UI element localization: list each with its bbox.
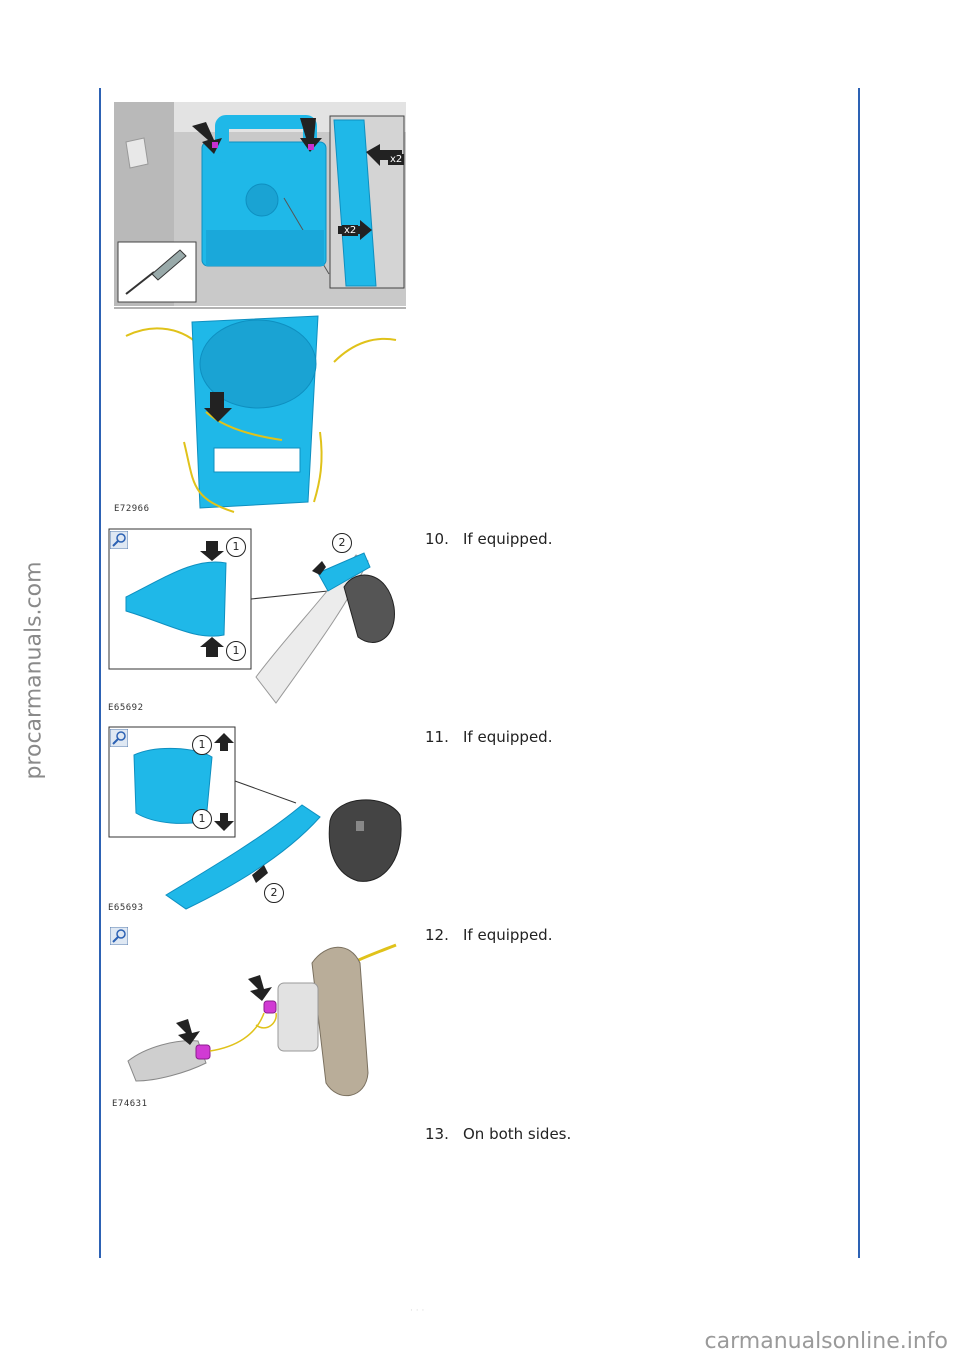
- figure-code: E74631: [112, 1099, 148, 1109]
- callout-one-top: 1: [192, 735, 212, 755]
- figure-mirror-connectors-drawing: [127, 943, 397, 1097]
- left-margin-rule: [99, 88, 101, 1258]
- callout-one-bottom: 1: [226, 641, 246, 661]
- figure-code: E65693: [108, 903, 144, 913]
- callout-x2-top: x2: [388, 154, 405, 165]
- step-11: 11. If equipped.: [425, 728, 552, 746]
- step-number: 12.: [425, 926, 449, 944]
- step-number: 13.: [425, 1125, 449, 1143]
- step-text: If equipped.: [463, 530, 553, 548]
- page-number-faint: · · ·: [410, 1306, 425, 1316]
- step-number: 10.: [425, 530, 449, 548]
- side-watermark: procarmanuals.com: [21, 560, 47, 780]
- step-number: 11.: [425, 728, 449, 746]
- footer-watermark: carmanualsonline.info: [704, 1329, 948, 1354]
- figure-code: E65692: [108, 703, 144, 713]
- figure-overhead-console-drawing: [114, 102, 406, 513]
- step-text: On both sides.: [463, 1125, 572, 1143]
- callout-two: 2: [332, 533, 352, 553]
- step-text: If equipped.: [463, 728, 553, 746]
- figure-mirror-cover-1-drawing: [108, 528, 395, 704]
- figure-mirror-cover-2-drawing: [108, 726, 402, 910]
- callout-x2-bottom: x2: [342, 225, 359, 236]
- figure-mirror-cover-2: 1 1 2 E65693: [106, 725, 406, 917]
- step-10: 10. If equipped.: [425, 530, 552, 548]
- figure-overhead-console: E72966 x2 x2: [114, 102, 408, 522]
- figure-code: E72966: [114, 504, 150, 514]
- figure-mirror-connectors: E74631: [106, 923, 406, 1113]
- callout-two: 2: [264, 883, 284, 903]
- callout-one-top: 1: [226, 537, 246, 557]
- right-margin-rule: [858, 88, 860, 1258]
- zoom-icon[interactable]: [110, 927, 128, 945]
- step-13: 13. On both sides.: [425, 1125, 571, 1143]
- figure-mirror-cover-1: 1 1 2 E65692: [106, 527, 406, 717]
- zoom-icon[interactable]: [110, 531, 128, 549]
- step-text: If equipped.: [463, 926, 553, 944]
- callout-one-bottom: 1: [192, 809, 212, 829]
- step-12: 12. If equipped.: [425, 926, 552, 944]
- zoom-icon[interactable]: [110, 729, 128, 747]
